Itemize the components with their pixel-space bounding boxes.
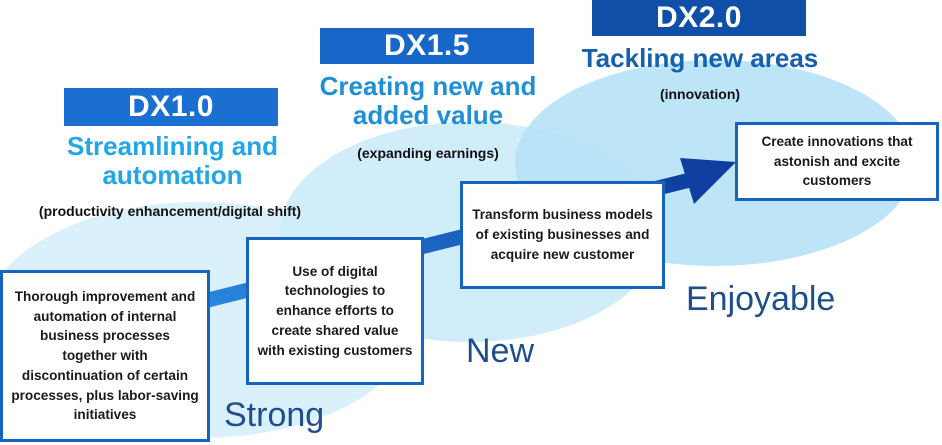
badge-dx20: DX2.0	[592, 0, 806, 36]
heading-dx20: Tackling new areas	[581, 43, 819, 73]
keyword-enjoyable: Enjoyable	[686, 280, 836, 318]
step-box-dx10: Thorough improvement and automation of i…	[0, 270, 210, 442]
step-box-transform-text: Transform business models of existing bu…	[472, 207, 653, 262]
heading-dx15: Creating new and added value	[319, 71, 537, 131]
badge-dx15: DX1.5	[320, 28, 534, 64]
step-box-dx15: Use of digital technologies to enhance e…	[246, 237, 424, 385]
heading-dx10: Streamlining and automation	[67, 131, 278, 191]
subheading-dx15: (expanding earnings)	[357, 145, 499, 161]
progress-arrow-head	[680, 158, 736, 204]
step-box-dx15-text: Use of digital technologies to enhance e…	[257, 263, 413, 358]
step-box-transform: Transform business models of existing bu…	[460, 181, 665, 289]
keyword-strong: Strong	[224, 396, 325, 434]
step-box-dx20: Create innovations that astonish and exc…	[735, 122, 939, 201]
badge-dx10: DX1.0	[64, 88, 278, 126]
step-box-dx10-text: Thorough improvement and automation of i…	[11, 289, 199, 423]
keyword-new: New	[466, 332, 535, 370]
subheading-dx20: (innovation)	[659, 86, 741, 102]
subheading-dx10: (productivity enhancement/digital shift)	[38, 203, 302, 219]
step-box-dx20-text: Create innovations that astonish and exc…	[761, 133, 913, 189]
